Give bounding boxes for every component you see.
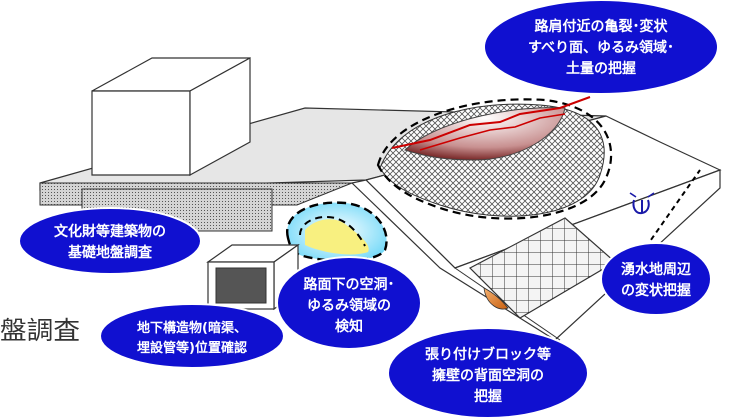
road-crack-1 [391, 96, 591, 149]
cut-off-label: 盤調査 [0, 316, 80, 345]
callout-retaining-line-2: 擁壁の背面空洞の [432, 367, 544, 384]
callout-cultural-line-1: 文化財等建築物の [54, 223, 166, 240]
callout-cavity-line-3: 検知 [335, 318, 363, 335]
callout-spring-line-1: 湧水地周辺 [621, 261, 691, 278]
callout-road-shoulder: 路肩付近の亀裂･変状 すべり面、ゆるみ領域･ 土量の把握 [483, 0, 719, 95]
callout-cavity-line-2: ゆるみ領域の [307, 297, 391, 314]
callout-spring-line-2: の変状把握 [621, 282, 691, 299]
callout-cultural-foundation: 文化財等建築物の 基礎地盤調査 [18, 207, 202, 275]
callout-cavity-line-1: 路面下の空洞･ [304, 276, 395, 293]
building-front [91, 90, 191, 176]
callout-cultural-line-2: 基礎地盤調査 [68, 244, 153, 261]
slip-crack-zone [404, 107, 566, 161]
callout-retaining-line-1: 張り付けブロック等 [425, 346, 551, 363]
callout-road-shoulder-line-1: 路肩付近の亀裂･変状 [535, 18, 669, 35]
slip-dashed-outline [376, 98, 613, 220]
callout-retaining-line-3: 把握 [474, 388, 502, 405]
callout-underground-line-1: 地下構造物(暗渠、 [137, 320, 247, 336]
retaining-cavity [483, 287, 509, 310]
spring-symbol-icon [629, 192, 655, 215]
callout-road-shoulder-line-3: 土量の把握 [566, 60, 636, 77]
callout-road-cavity: 路面下の空洞･ ゆるみ領域の 検知 [276, 256, 422, 350]
road-crack-2 [419, 113, 566, 151]
callout-road-shoulder-line-2: すべり面、ゆるみ領域･ [528, 39, 674, 56]
underground-cavity-yellow [305, 219, 369, 255]
callout-underground-structures: 地下構造物(暗渠、 埋設管等)位置確認 [99, 303, 285, 369]
building-side [189, 56, 251, 177]
callout-underground-line-2: 埋設管等)位置確認 [137, 340, 247, 356]
underground-cavity-inner-outline [299, 216, 366, 247]
callout-retaining-wall: 張り付けブロック等 擁壁の背面空洞の 把握 [387, 327, 589, 419]
culvert-opening [215, 267, 267, 304]
callout-spring-area: 湧水地周辺 の変状把握 [600, 242, 712, 316]
